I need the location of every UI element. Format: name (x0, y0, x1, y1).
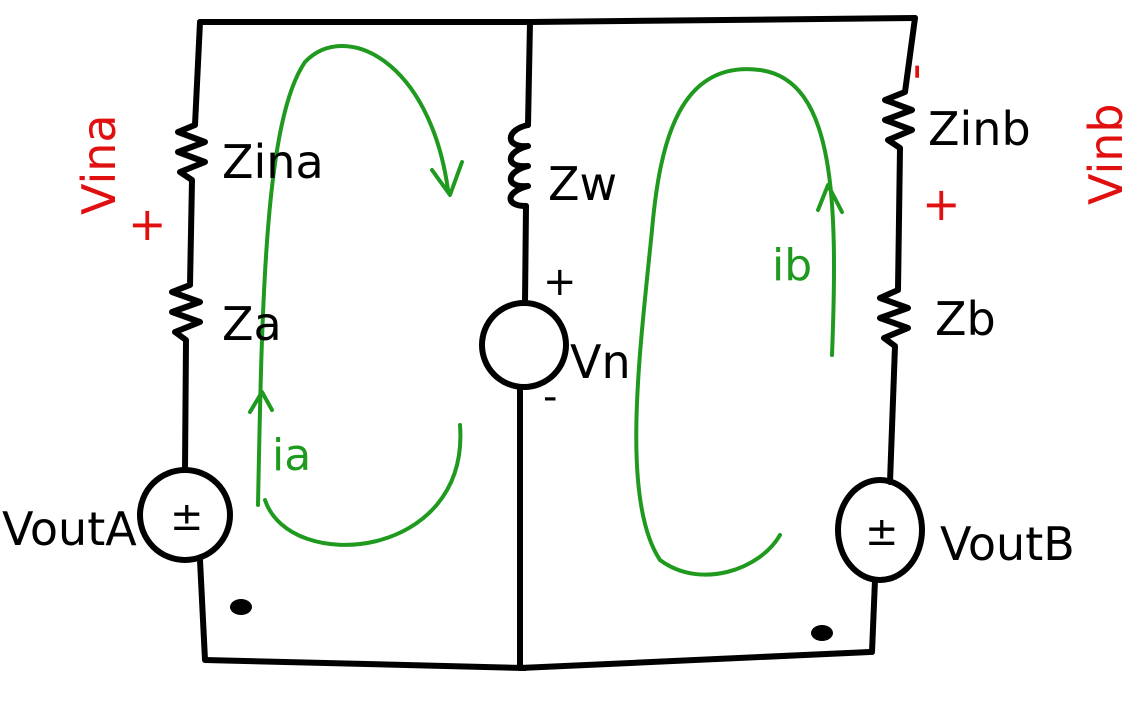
vina-plus: + (128, 197, 167, 251)
right-bottom-wire (869, 577, 878, 655)
vinb-plus: + (922, 177, 961, 231)
vina-label: Vina (72, 114, 126, 215)
zina-label: Zina (222, 135, 324, 189)
vouta-source (137, 467, 233, 563)
ib-label: ib (772, 240, 812, 291)
middle-bottom-wire (517, 384, 873, 671)
vinb-minus: - (887, 63, 941, 80)
ib-loop (634, 67, 837, 577)
right-branch-wire (877, 15, 918, 485)
ia-label: ia (272, 430, 311, 481)
left-branch-wire (169, 19, 208, 473)
ia-arrow-top (430, 160, 464, 197)
voutb-sign: ± (865, 509, 899, 555)
zb-label: Zb (935, 292, 996, 346)
ia-arrow (248, 390, 274, 414)
vn-minus: - (543, 374, 557, 420)
ia-loop-upper (256, 44, 450, 507)
vn-label: Vn (570, 335, 631, 389)
ia-loop-lower (263, 423, 463, 547)
ib-arrow (816, 183, 844, 214)
voutb-label: VoutB (940, 517, 1075, 571)
middle-branch-wire (525, 19, 533, 128)
voutb-source (835, 477, 925, 583)
vouta-sign: ± (170, 494, 204, 540)
zinb-label: Zinb (928, 102, 1031, 156)
middle-wire (522, 203, 529, 306)
vinb-label: Vinb (1079, 103, 1133, 205)
vn-plus: + (543, 259, 577, 305)
dot-a (230, 599, 252, 615)
zw-inductor (507, 122, 531, 209)
zw-label: Zw (548, 157, 617, 211)
dot-b (811, 625, 833, 641)
vn-source (479, 300, 569, 390)
za-label: Za (222, 297, 282, 351)
vouta-label: VoutA (2, 502, 137, 556)
left-bottom-wire (197, 557, 528, 671)
top-wire (197, 15, 918, 25)
